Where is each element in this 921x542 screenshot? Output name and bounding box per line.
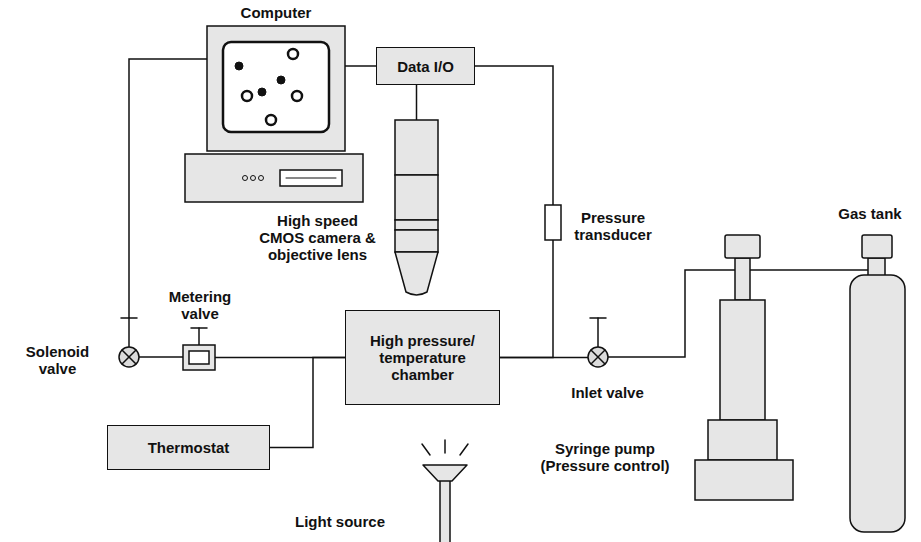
disk-slot: [280, 170, 342, 186]
pipe-connector: [608, 270, 735, 357]
valve-body: [119, 347, 139, 367]
lamp-head: [423, 465, 467, 481]
node-label: Data I/O: [397, 58, 454, 75]
lens-ring: [395, 220, 438, 230]
node-label: Metering valve: [160, 288, 240, 322]
camera-symbol: High speed CMOS camera & objective lens: [245, 120, 445, 298]
pipe-connector: [416, 85, 418, 120]
thermostat-box: Thermostat: [107, 425, 270, 470]
valve-cross: [122, 350, 136, 364]
objective-lens: [395, 252, 438, 295]
monitor-case: [207, 26, 345, 151]
pipe-connector: [345, 65, 376, 67]
light-source: Light source: [270, 425, 470, 542]
pump-housing: [708, 420, 777, 460]
pipe-connector: [500, 240, 553, 358]
bubble-dot: [235, 62, 243, 70]
pipe-connector: [139, 356, 183, 358]
valve-handle: [191, 327, 207, 329]
monitor-screen: [223, 42, 329, 132]
pipe-connector: [750, 269, 868, 271]
status-light: [243, 176, 248, 181]
disk-slot-line: [286, 178, 336, 179]
transducer-body: [545, 205, 561, 240]
valve-handle: [590, 317, 606, 319]
lens-ring: [395, 230, 438, 252]
node-label: Light source: [285, 513, 395, 530]
solenoid-valve: Solenoid valve: [5, 315, 145, 395]
computer-base: [185, 154, 363, 202]
bubble-ring: [266, 115, 276, 125]
computer-monitor: Computer: [185, 26, 363, 204]
plunger-rod: [735, 258, 750, 300]
tank-valve: [862, 235, 892, 258]
pipe-connector: [500, 357, 588, 359]
gas-tank: Gas tank: [825, 200, 915, 535]
pump-base: [695, 460, 793, 500]
syringe-barrel: [720, 300, 765, 420]
node-label: Solenoid valve: [10, 343, 105, 377]
light-ray: [460, 444, 468, 455]
node-label: Inlet valve: [550, 384, 665, 401]
node-label: High speed CMOS camera & objective lens: [255, 212, 380, 263]
computer-monitor-outline: [185, 26, 363, 204]
bubble-dot: [277, 76, 285, 84]
valve-cross: [591, 350, 605, 364]
pipe-connector: [270, 358, 345, 448]
chamber-box: High pressure/ temperature chamber: [345, 310, 500, 405]
gas-tank-outline: [825, 200, 915, 535]
pressure-transducer: Pressure transducer: [545, 205, 660, 260]
io-box: Data I/O: [376, 47, 475, 85]
camera-symbol-outline: [245, 120, 445, 298]
metering-core: [189, 351, 209, 364]
valve-cross: [591, 350, 605, 364]
node-label: Gas tank: [825, 205, 915, 222]
inlet-valve: Inlet valve: [550, 312, 665, 407]
valve-body: [588, 347, 608, 367]
light-ray: [444, 440, 446, 453]
plunger-cap: [725, 235, 760, 258]
valve-stem: [198, 328, 200, 345]
node-label: Pressure transducer: [567, 209, 659, 243]
bubble-ring: [288, 49, 298, 59]
tank-body: [850, 275, 905, 532]
node-label: Syringe pump (Pressure control): [530, 440, 680, 474]
node-label: Computer: [207, 4, 345, 21]
node-label: High pressure/ temperature chamber: [360, 332, 485, 383]
valve-cross: [122, 350, 136, 364]
lamp-stem: [440, 480, 450, 542]
status-light: [259, 176, 264, 181]
status-light: [251, 176, 256, 181]
valve-stem: [597, 318, 599, 347]
bubble-dot: [258, 88, 266, 96]
camera-body: [395, 120, 438, 175]
metering-body: [183, 345, 215, 370]
bubble-ring: [242, 91, 252, 101]
camera-body: [395, 175, 438, 220]
valve-stem: [128, 318, 130, 347]
node-label: Thermostat: [148, 439, 230, 456]
syringe-pump: Syringe pump (Pressure control): [505, 235, 795, 500]
bubble-ring: [292, 91, 302, 101]
pipe-connector: [475, 66, 553, 205]
metering-valve: Metering valve: [150, 288, 250, 372]
valve-handle: [121, 317, 137, 319]
light-ray: [422, 444, 430, 455]
